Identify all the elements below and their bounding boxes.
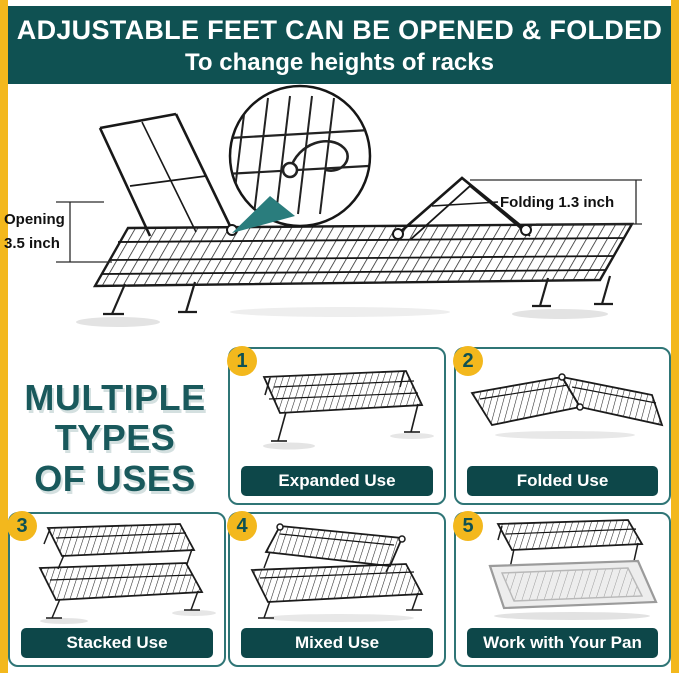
measurement-opening-lines bbox=[56, 201, 112, 263]
opening-label-line2: 3.5 inch bbox=[4, 235, 60, 252]
section-title-line3: OF USES bbox=[34, 457, 196, 499]
magnifier-detail-icon bbox=[228, 84, 372, 233]
panel-label: Stacked Use bbox=[21, 628, 213, 658]
measurement-folding-lines bbox=[470, 179, 642, 225]
use-panel-with-pan: 5 Work with Your Pan bbox=[453, 511, 671, 667]
panel-number-badge: 4 bbox=[227, 511, 257, 541]
rack-surface bbox=[92, 222, 635, 288]
use-panel-folded: 2 Folded Use bbox=[453, 346, 671, 505]
opened-foot-left bbox=[98, 112, 238, 237]
expanded-rack-illustration bbox=[262, 370, 434, 450]
left-accent-stripe bbox=[0, 0, 8, 673]
section-title-line1: MULTIPLE bbox=[24, 377, 206, 418]
callout-arrow-icon bbox=[232, 196, 295, 233]
rack-with-pan-illustration bbox=[488, 519, 658, 620]
panel-label: Folded Use bbox=[467, 466, 658, 496]
header-banner: ADJUSTABLE FEET CAN BE OPENED & FOLDED T… bbox=[8, 6, 671, 84]
rack-legs bbox=[103, 275, 613, 316]
panel-number-badge: 5 bbox=[453, 511, 483, 541]
panel-number-badge: 3 bbox=[7, 511, 37, 541]
use-panel-stacked: 3 Stacked Use bbox=[7, 511, 226, 667]
panel-label: Work with Your Pan bbox=[467, 628, 658, 658]
header-subtitle: To change heights of racks bbox=[185, 49, 494, 76]
folding-measurement-label: Folding 1.3 inch bbox=[500, 194, 615, 211]
right-accent-stripe bbox=[671, 0, 679, 673]
rack-hero-drawing bbox=[56, 84, 642, 327]
mixed-rack-illustration bbox=[250, 523, 424, 622]
section-title: MULTIPLE TYPES OF USES bbox=[10, 377, 220, 499]
stacked-rack-illustration bbox=[38, 523, 216, 624]
use-panel-mixed: 4 Mixed Use bbox=[227, 511, 446, 667]
header-title: ADJUSTABLE FEET CAN BE OPENED & FOLDED bbox=[16, 15, 663, 45]
panel-label: Expanded Use bbox=[241, 466, 433, 496]
panel-label: Mixed Use bbox=[241, 628, 433, 658]
rack-rails bbox=[101, 237, 625, 275]
use-panel-expanded: 1 Expanded Use bbox=[227, 346, 446, 505]
folded-rack-illustration bbox=[470, 373, 664, 439]
hero-illustration: Opening 3.5 inch Folding 1.3 inch bbox=[0, 84, 679, 346]
opening-label-line1: Opening bbox=[4, 211, 65, 228]
rack-shadows bbox=[76, 307, 608, 327]
section-title-line2: TYPES bbox=[54, 417, 176, 459]
panel-number-badge: 1 bbox=[227, 346, 257, 376]
panel-number-badge: 2 bbox=[453, 346, 483, 376]
folded-foot-middle bbox=[392, 176, 532, 241]
opening-measurement-label: Opening 3.5 inch bbox=[4, 208, 65, 256]
pan-inner-rim bbox=[500, 567, 644, 602]
